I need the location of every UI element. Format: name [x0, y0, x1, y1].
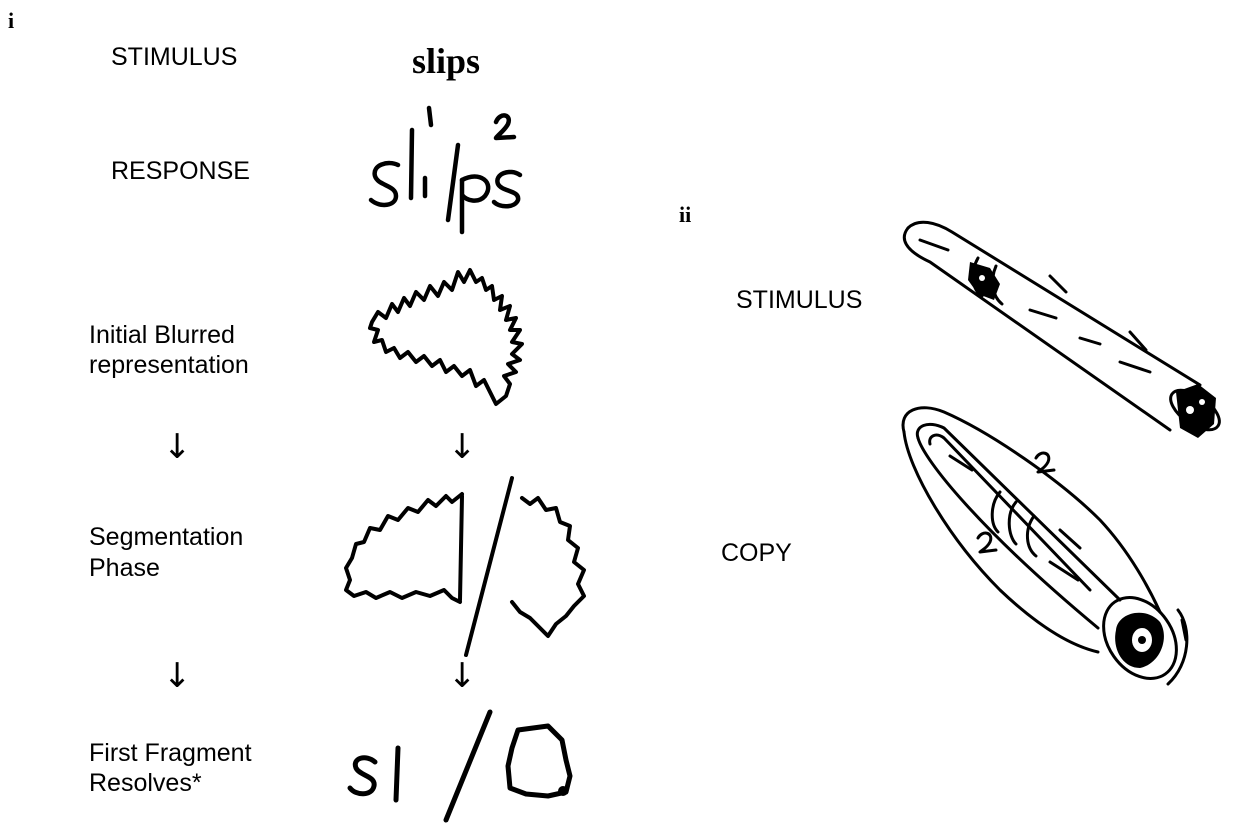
panel-ii-label: ii: [679, 202, 692, 227]
stage3-label-line2: Resolves*: [89, 769, 202, 797]
stimulus-label: STIMULUS: [111, 43, 238, 71]
stimulus-word: slips: [412, 41, 481, 81]
panel-i-label: i: [8, 8, 15, 33]
stage2-label-line1: Segmentation: [89, 523, 244, 551]
arrow-down-icon: ↓: [448, 427, 477, 467]
stage2-label-line2: Phase: [89, 554, 160, 582]
stage1-label-line2: representation: [89, 351, 249, 379]
stage1-label-line1: Initial Blurred: [89, 321, 235, 349]
copy-label: COPY: [721, 539, 792, 567]
arrow-down-icon: ↓: [448, 656, 477, 696]
stimulus-label-ii: STIMULUS: [736, 286, 863, 314]
arrow-down-icon: ↓: [163, 656, 192, 696]
response-label: RESPONSE: [111, 157, 250, 185]
stage3-label-line1: First Fragment: [89, 739, 252, 767]
arrow-down-icon: ↓: [163, 427, 192, 467]
